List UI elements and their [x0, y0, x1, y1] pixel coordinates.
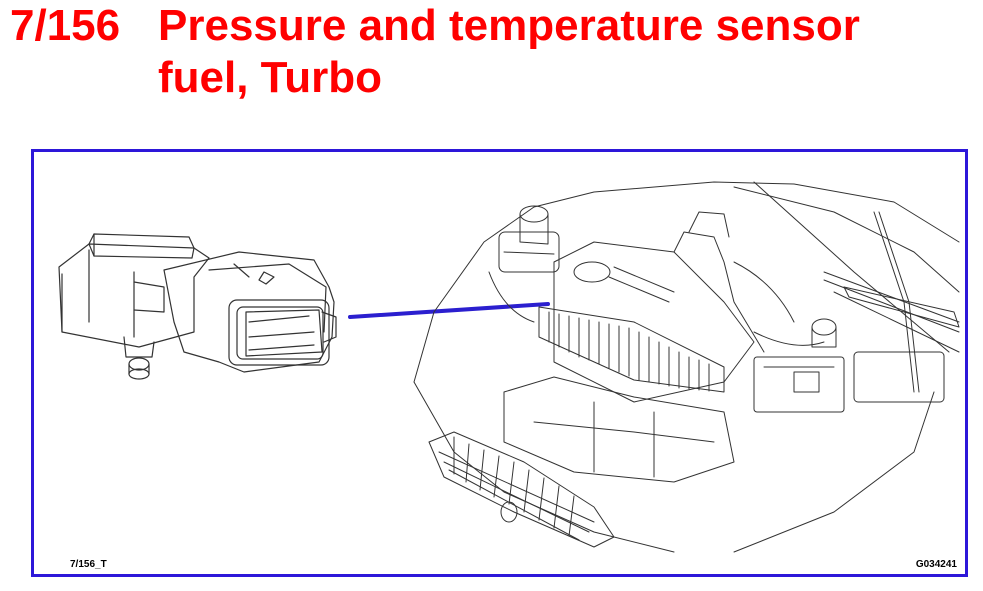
engine-bay-illustration [413, 181, 960, 553]
section-number: 7/156 [10, 1, 121, 50]
figure-reference-left: 7/156_T [70, 559, 107, 570]
page-title-line-2: fuel, Turbo [158, 53, 383, 102]
figure-frame: 7/156_T G034241 [31, 149, 968, 577]
page-title: Pressure and temperature sensor fuel, Tu… [158, 0, 958, 104]
leader-line [348, 302, 550, 319]
illustration [58, 181, 960, 553]
figure-reference-right: G034241 [915, 559, 957, 570]
page-header: 7/156 Pressure and temperature sensor fu… [0, 0, 983, 140]
page-title-line-1: Pressure and temperature sensor [158, 1, 860, 50]
sensor-illustration [58, 233, 337, 380]
